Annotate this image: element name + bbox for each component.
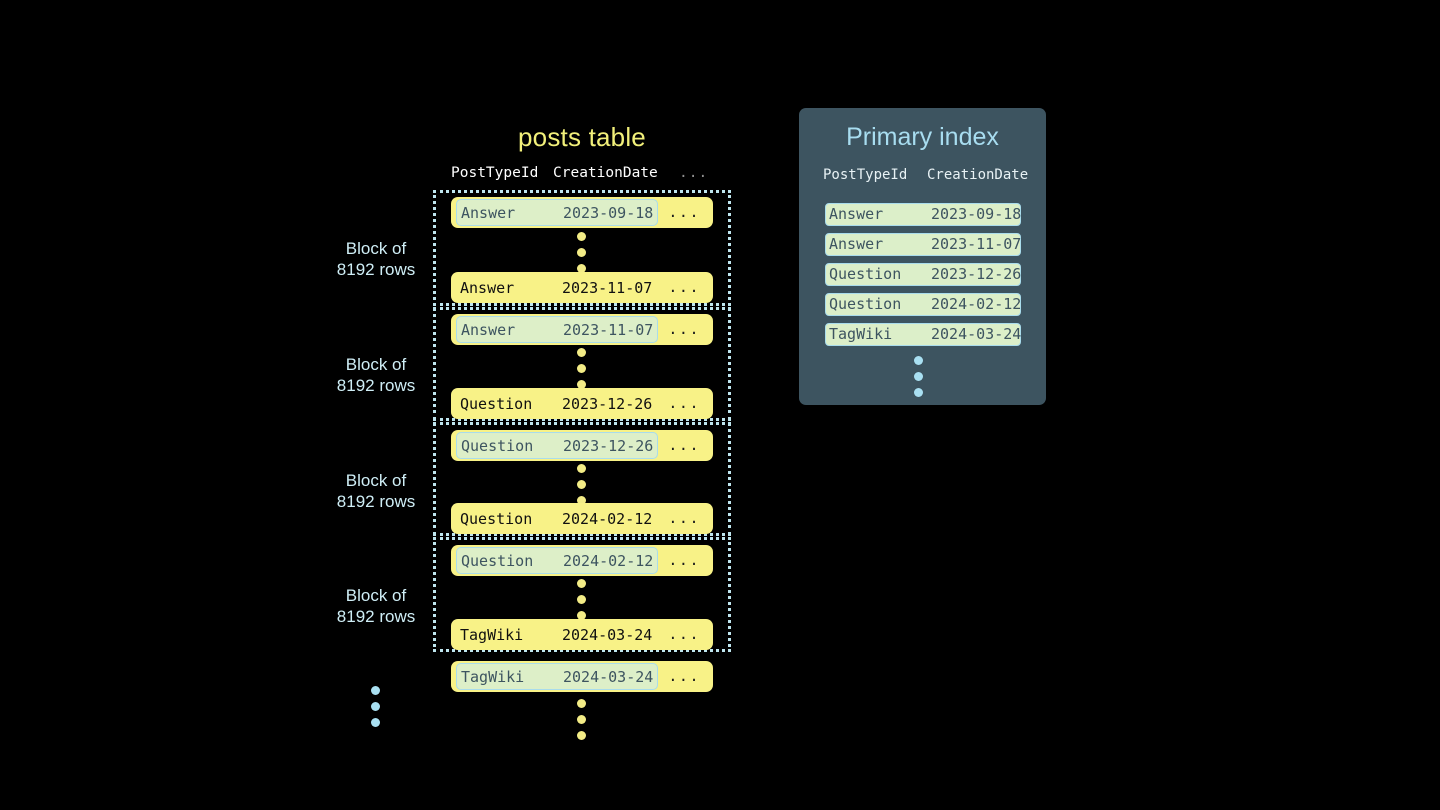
index-cell-posttypeid: Answer xyxy=(829,235,884,253)
cell-creationdate: 2023-09-18 xyxy=(563,203,654,222)
index-cell-posttypeid: Question xyxy=(829,295,902,313)
cell-posttypeid: Answer xyxy=(461,203,516,222)
column-header-more: ... xyxy=(679,165,709,181)
table-row: Question 2023-12-26 ... xyxy=(451,388,713,419)
index-entry: TagWiki 2024-03-24 xyxy=(825,323,1021,346)
block-2-label: Block of 8192 rows xyxy=(301,354,451,396)
index-entry: Answer 2023-09-18 xyxy=(825,203,1021,226)
row-ellipsis: ... xyxy=(668,436,700,454)
block-2 xyxy=(433,307,731,421)
table-row: Question 2024-02-12 ... xyxy=(451,503,713,534)
index-cell-posttypeid: TagWiki xyxy=(829,325,893,343)
block-1-label-line1: Block of xyxy=(345,239,407,258)
row-cells: Answer 2023-09-18 xyxy=(456,199,659,226)
row-ellipsis: ... xyxy=(668,667,700,685)
posts-table-column-headers: PostTypeId CreationDate ... xyxy=(451,165,713,185)
row-ellipsis: ... xyxy=(668,320,700,338)
index-column-header-creationdate: CreationDate xyxy=(927,167,1029,183)
vertical-ellipsis-dots xyxy=(577,348,587,396)
table-row: Answer 2023-11-07 ... xyxy=(451,272,713,303)
row-cells: Question 2024-02-12 xyxy=(456,547,659,574)
block-1-label: Block of 8192 rows xyxy=(301,238,451,280)
block-3-label: Block of 8192 rows xyxy=(301,470,451,512)
vertical-ellipsis-dots xyxy=(577,579,587,627)
cell-creationdate: 2023-11-07 xyxy=(563,320,654,339)
cell-creationdate: 2023-12-26 xyxy=(563,436,654,455)
index-cell-creationdate: 2024-02-12 xyxy=(931,295,1022,313)
index-column-header-posttypeid: PostTypeId xyxy=(823,167,908,183)
cell-creationdate: 2023-12-26 xyxy=(562,394,653,413)
posts-table-title: posts table xyxy=(518,122,646,152)
index-entry: Answer 2023-11-07 xyxy=(825,233,1021,256)
cell-creationdate: 2024-02-12 xyxy=(562,509,653,528)
table-row: Answer 2023-11-07 ... xyxy=(451,314,713,345)
row-cells: Question 2023-12-26 xyxy=(456,432,659,459)
block-4-label-line1: Block of xyxy=(345,586,407,605)
index-cell-creationdate: 2024-03-24 xyxy=(931,325,1022,343)
row-ellipsis: ... xyxy=(668,203,700,221)
cell-posttypeid: Question xyxy=(461,436,534,455)
row-cells: TagWiki 2024-03-24 xyxy=(456,663,659,690)
index-cell-posttypeid: Question xyxy=(829,265,902,283)
block-4-label-line2: 8192 rows xyxy=(336,607,416,626)
table-row: TagWiki 2024-03-24 ... xyxy=(451,619,713,650)
cell-posttypeid: Question xyxy=(461,551,534,570)
index-cell-creationdate: 2023-11-07 xyxy=(931,235,1022,253)
row-cells: Answer 2023-11-07 xyxy=(456,316,659,343)
index-continue-ellipsis-dots xyxy=(914,356,924,404)
block-4-label: Block of 8192 rows xyxy=(301,585,451,627)
block-1-label-line2: 8192 rows xyxy=(336,260,416,279)
vertical-ellipsis-dots xyxy=(577,699,587,747)
index-entry: Question 2023-12-26 xyxy=(825,263,1021,286)
index-entry: Question 2024-02-12 xyxy=(825,293,1021,316)
cell-creationdate: 2024-03-24 xyxy=(563,667,654,686)
cell-posttypeid: TagWiki xyxy=(460,625,524,644)
cell-posttypeid: Question xyxy=(460,509,533,528)
row-ellipsis: ... xyxy=(668,278,700,296)
row-ellipsis: ... xyxy=(668,509,700,527)
index-cell-creationdate: 2023-09-18 xyxy=(931,205,1022,223)
index-cell-posttypeid: Answer xyxy=(829,205,884,223)
cell-posttypeid: Question xyxy=(460,394,533,413)
cell-creationdate: 2024-02-12 xyxy=(563,551,654,570)
row-cells: Answer 2023-11-07 xyxy=(456,274,656,301)
row-ellipsis: ... xyxy=(668,625,700,643)
table-row: Question 2023-12-26 ... xyxy=(451,430,713,461)
column-header-creationdate: CreationDate xyxy=(553,165,658,181)
block-3-label-line1: Block of xyxy=(345,471,407,490)
block-2-label-line2: 8192 rows xyxy=(336,376,416,395)
primary-index-title: Primary index xyxy=(846,123,999,151)
primary-index-column-headers: PostTypeId CreationDate xyxy=(823,167,1033,187)
row-cells: TagWiki 2024-03-24 xyxy=(456,621,656,648)
cell-posttypeid: Answer xyxy=(461,320,516,339)
block-3-label-line2: 8192 rows xyxy=(336,492,416,511)
primary-index-panel: Primary index PostTypeId CreationDate An… xyxy=(799,108,1046,405)
table-row: TagWiki 2024-03-24 ... xyxy=(451,661,713,692)
cell-creationdate: 2024-03-24 xyxy=(562,625,653,644)
blocks-continue-ellipsis-dots xyxy=(371,686,381,734)
row-ellipsis: ... xyxy=(668,551,700,569)
cell-posttypeid: Answer xyxy=(460,278,515,297)
block-3 xyxy=(433,422,731,536)
block-4 xyxy=(433,537,731,652)
row-ellipsis: ... xyxy=(668,394,700,412)
row-cells: Question 2024-02-12 xyxy=(456,505,656,532)
row-cells: Question 2023-12-26 xyxy=(456,390,656,417)
index-cell-creationdate: 2023-12-26 xyxy=(931,265,1022,283)
cell-posttypeid: TagWiki xyxy=(461,667,525,686)
vertical-ellipsis-dots xyxy=(577,464,587,512)
block-2-label-line1: Block of xyxy=(345,355,407,374)
table-row: Question 2024-02-12 ... xyxy=(451,545,713,576)
vertical-ellipsis-dots xyxy=(577,232,587,280)
block-1 xyxy=(433,190,731,306)
table-row: Answer 2023-09-18 ... xyxy=(451,197,713,228)
column-header-posttypeid: PostTypeId xyxy=(451,165,539,181)
cell-creationdate: 2023-11-07 xyxy=(562,278,653,297)
